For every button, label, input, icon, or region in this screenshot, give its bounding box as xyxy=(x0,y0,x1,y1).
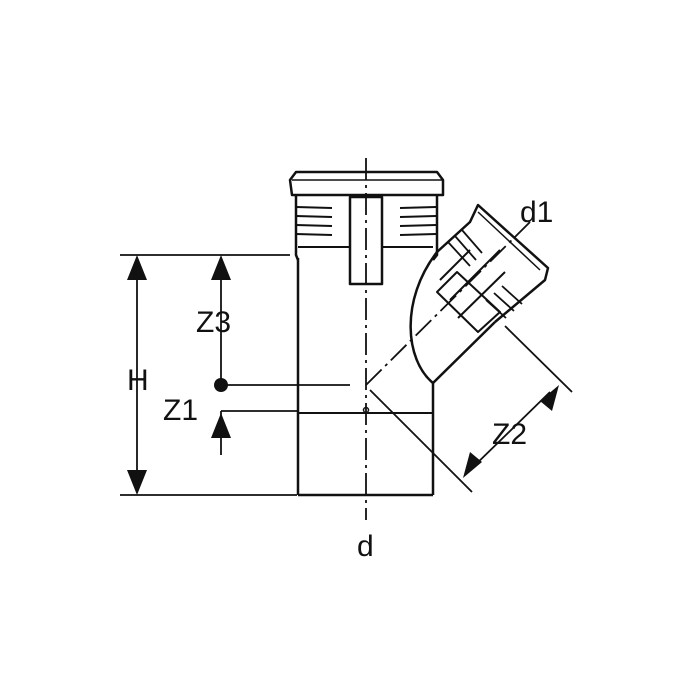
dimension-lines xyxy=(120,254,573,496)
label-h: H xyxy=(127,364,149,397)
label-d1: d1 xyxy=(520,196,554,229)
branch-pipe xyxy=(409,203,550,384)
branch-thread-marks xyxy=(447,229,523,319)
arrow-z3-top xyxy=(211,255,231,280)
thread-marks xyxy=(295,206,437,236)
arrow-z2-lower xyxy=(463,452,482,478)
label-z1: Z1 xyxy=(163,394,199,427)
main-socket-cap xyxy=(288,170,445,286)
z3-origin-dot xyxy=(214,378,228,392)
label-d: d xyxy=(357,530,374,563)
center-lines xyxy=(365,158,531,520)
label-z3: Z3 xyxy=(196,306,232,339)
arrow-z2-upper xyxy=(540,385,559,411)
label-z2: Z2 xyxy=(492,418,528,451)
arrow-h-bottom xyxy=(127,470,147,495)
arrow-h-top xyxy=(127,255,147,280)
arrow-z1-bottom xyxy=(211,413,231,438)
dimension-arrows xyxy=(127,255,559,495)
